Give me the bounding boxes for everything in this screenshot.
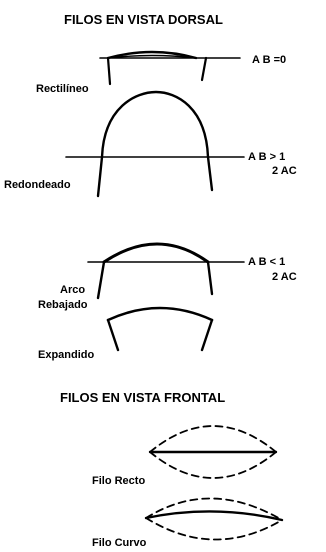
filo-curvo-label: Filo Curvo — [92, 537, 147, 549]
rectilineo-edge-arc — [106, 50, 198, 60]
rectilineo-edge-inner — [107, 54, 197, 59]
arco-rebajado-label-line2: Rebajado — [38, 299, 88, 311]
expandido-right-side — [200, 318, 214, 352]
dorsal-title: FILOS EN VISTA DORSAL — [64, 12, 223, 27]
redondeado-ratio-bottom: 2 AC — [272, 165, 297, 177]
rectilineo-label: Rectilíneo — [36, 83, 89, 95]
arco-rebajado-right-side — [206, 260, 214, 296]
redondeado-label: Redondeado — [4, 179, 71, 191]
arco-rebajado-edge-arc — [102, 242, 210, 264]
expandido-label: Expandido — [38, 349, 95, 361]
filo-curvo-edge-line — [144, 510, 284, 522]
expandido-left-side — [106, 318, 120, 352]
redondeado-right-side — [206, 155, 214, 192]
filo-recto-dashed-top — [149, 425, 277, 453]
filo-recto-figure — [148, 425, 278, 479]
redondeado-ratio-top: A B > 1 — [248, 151, 285, 163]
redondeado-left-side — [96, 155, 104, 198]
frontal-title: FILOS EN VISTA FRONTAL — [60, 390, 225, 405]
rectilineo-ratio: A B =0 — [252, 54, 286, 66]
filo-curvo-dashed-bottom — [145, 517, 283, 541]
arco-rebajado-figure — [87, 242, 245, 300]
arco-rebajado-label-line1: Arco — [60, 284, 85, 296]
rectilineo-right-side — [200, 56, 208, 82]
rectilineo-left-side — [106, 56, 112, 86]
expandido-edge-arc — [106, 306, 214, 322]
expandido-figure — [106, 306, 214, 352]
arco-rebajado-ratio-top: A B < 1 — [248, 256, 285, 268]
filo-recto-label: Filo Recto — [92, 475, 145, 487]
redondeado-edge-arc — [100, 90, 210, 159]
arco-rebajado-left-side — [96, 260, 106, 300]
filo-curvo-figure — [144, 497, 284, 541]
filo-curvo-dashed-top — [145, 497, 283, 521]
arco-rebajado-ratio-bottom: 2 AC — [272, 271, 297, 283]
redondeado-figure — [65, 90, 245, 198]
rectilineo-figure — [99, 50, 241, 86]
filo-recto-dashed-bottom — [149, 451, 277, 479]
